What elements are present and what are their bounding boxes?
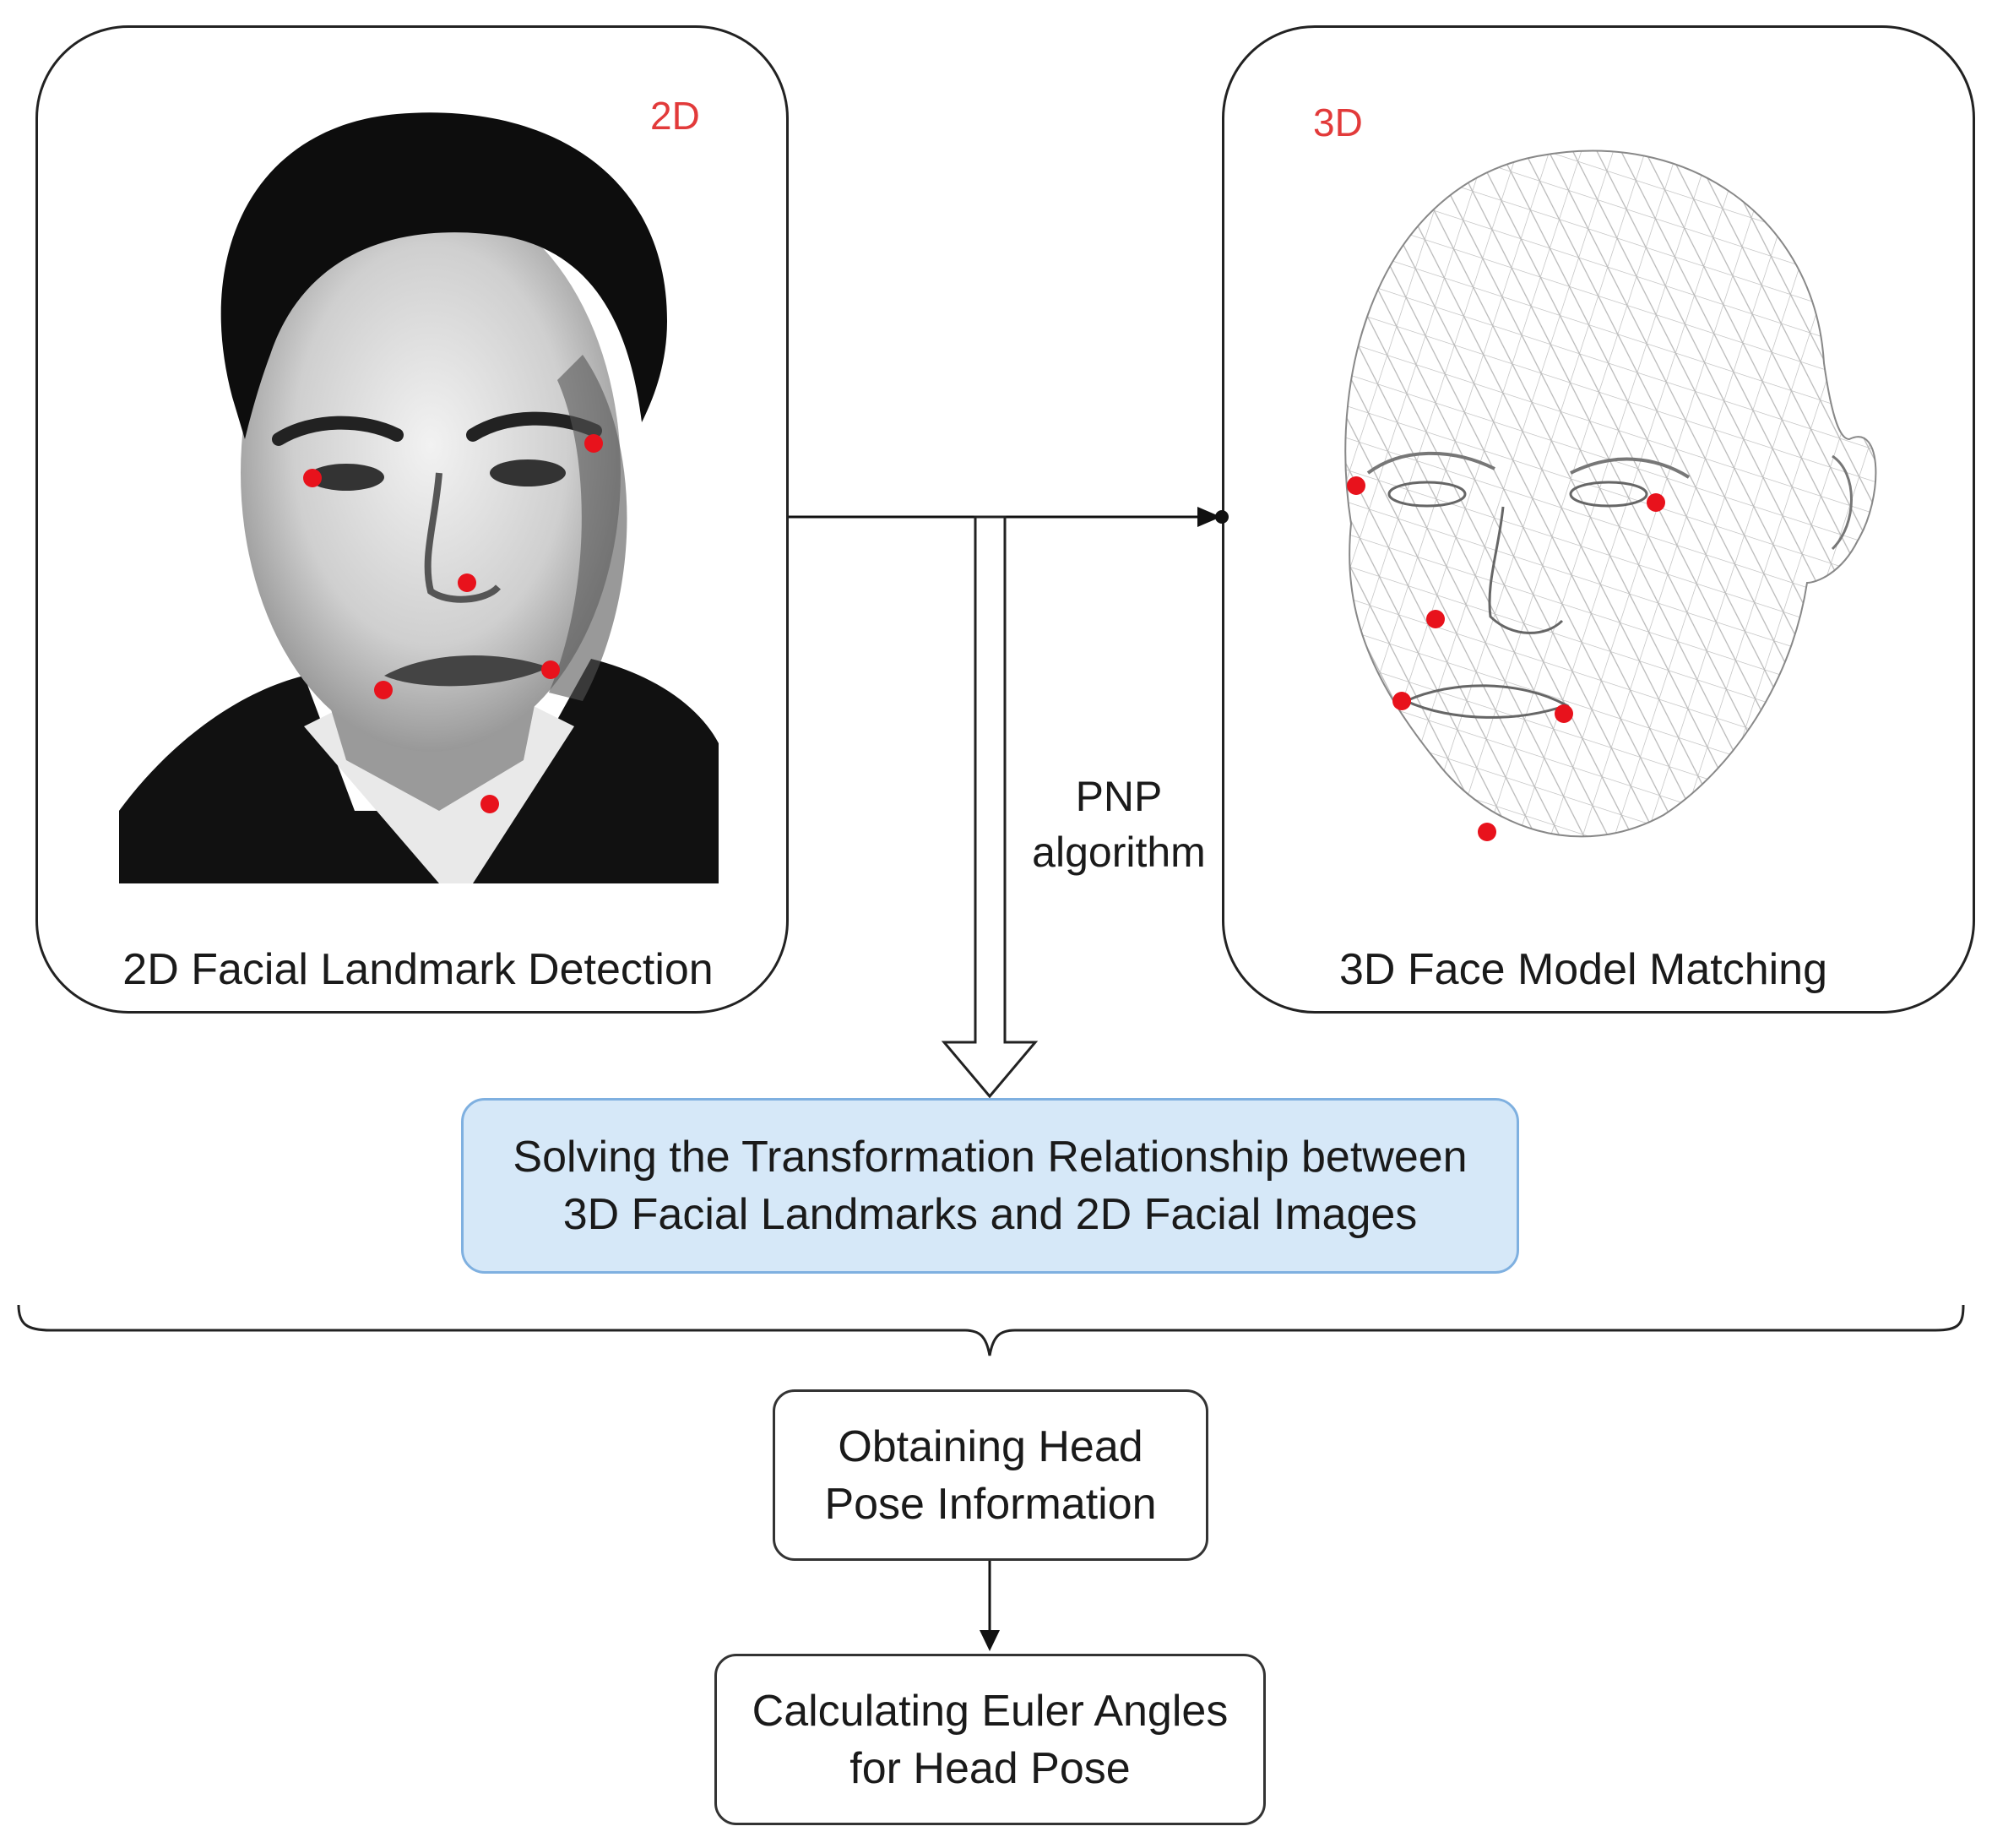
- tag-2d: 2D: [650, 94, 700, 138]
- landmark-3d-point: [1478, 823, 1496, 841]
- caption-2d: 2D Facial Landmark Detection: [122, 945, 714, 994]
- landmark-2d-point: [458, 573, 476, 592]
- landmark-3d-point: [1426, 610, 1445, 628]
- head-pose-box: Obtaining Head Pose Information: [773, 1389, 1208, 1561]
- landmarks-3d: [1347, 476, 1665, 841]
- landmark-3d-point: [1392, 692, 1411, 710]
- block-arrow-down: [941, 515, 1039, 1099]
- landmark-3d-point: [1647, 493, 1665, 512]
- head-pose-line1: Obtaining Head: [838, 1421, 1143, 1471]
- solve-box-line2: 3D Facial Landmarks and 2D Facial Images: [562, 1190, 1418, 1239]
- solve-transformation-box: Solving the Transformation Relationship …: [461, 1098, 1519, 1274]
- landmark-2d-point: [584, 434, 603, 453]
- portrait-photo: [119, 83, 719, 883]
- wireframe-head: [1344, 149, 1877, 838]
- curly-brace: [17, 1304, 1965, 1356]
- solve-box-line1: Solving the Transformation Relationship …: [513, 1133, 1468, 1182]
- landmark-2d-point: [303, 469, 322, 487]
- landmark-3d-point: [1347, 476, 1365, 495]
- tag-3d: 3D: [1313, 101, 1363, 144]
- landmark-2d-point: [480, 795, 499, 813]
- pnp-label-line1: PNP: [1075, 773, 1163, 820]
- connector-2d-to-3d: [789, 507, 1229, 527]
- landmark-2d-point: [541, 660, 560, 679]
- euler-line1: Calculating Euler Angles: [752, 1686, 1229, 1736]
- landmark-2d-point: [374, 681, 393, 699]
- pnp-label: PNP algorithm: [1032, 769, 1206, 880]
- euler-line2: for Head Pose: [849, 1743, 1131, 1793]
- caption-3d: 3D Face Model Matching: [1338, 945, 1828, 994]
- euler-angles-box: Calculating Euler Angles for Head Pose: [714, 1654, 1266, 1825]
- pnp-label-line2: algorithm: [1032, 829, 1206, 876]
- landmarks-2d: [303, 434, 603, 813]
- landmark-3d-point: [1555, 704, 1573, 723]
- head-pose-line2: Pose Information: [824, 1479, 1157, 1529]
